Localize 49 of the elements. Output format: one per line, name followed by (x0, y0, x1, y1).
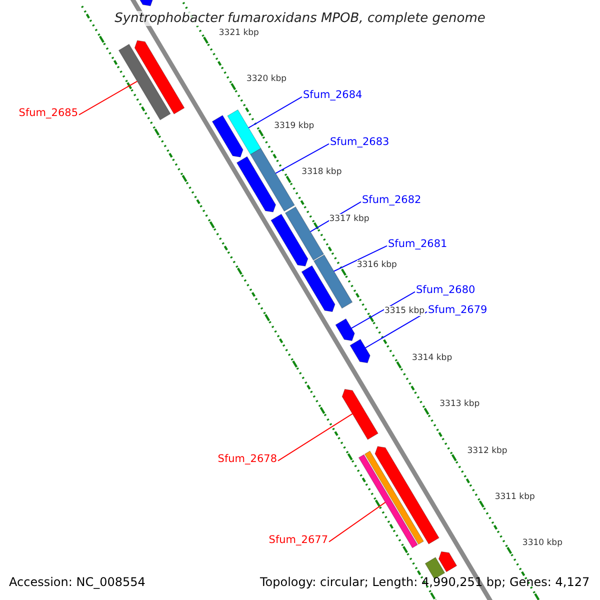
leader-line (365, 311, 428, 348)
gene-block (438, 551, 458, 572)
scale-label: 3313 kbp (440, 399, 480, 410)
scale-label: 3318 kbp (302, 167, 342, 178)
gene-label: Sfum_2681 (388, 238, 448, 251)
gene-block (350, 338, 370, 364)
gene-block (118, 44, 171, 120)
map-title: Syntrophobacter fumaroxidans MPOB, complete genome (114, 11, 486, 26)
leader-line (351, 291, 416, 329)
genome-info-text: Topology: circular; Length: 4,990,251 bp; Genes: 4,127 (260, 575, 590, 590)
gene-label: Sfum_2677 (268, 534, 328, 547)
gene-label: Sfum_2680 (416, 284, 476, 297)
scale-label: 3314 kbp (412, 352, 452, 363)
gene-label: Sfum_2685 (18, 107, 78, 120)
scale-label: 3317 kbp (329, 214, 370, 224)
gene-block (342, 388, 378, 440)
gene-block (227, 109, 262, 155)
gene-block (358, 454, 418, 548)
leader-line (333, 245, 388, 272)
gene-block (236, 156, 276, 212)
gene-block (364, 450, 424, 545)
genome-info-text: Accession: NC_008554 (9, 575, 146, 590)
leader-line (248, 96, 302, 128)
gene-block (313, 254, 353, 309)
scale-label: 3321 kbp (218, 28, 259, 38)
gene-block (270, 214, 308, 266)
scale-label: 3319 kbp (274, 120, 314, 131)
leader-line (275, 143, 330, 174)
scale-label: 3312 kbp (467, 446, 508, 456)
leader-line (328, 502, 386, 542)
gene-block (335, 318, 355, 342)
gene-block (134, 40, 185, 114)
scale-label: 3310 kbp (522, 538, 562, 548)
leader-line (278, 413, 353, 462)
gene-block (284, 206, 324, 261)
gene-block (250, 148, 295, 212)
gene-label: Sfum_2678 (218, 453, 277, 466)
scale-label: 3320 kbp (246, 74, 287, 84)
scale-label: 3316 kbp (356, 260, 397, 270)
gene-block (212, 114, 244, 158)
gene-label: Sfum_2679 (428, 304, 488, 317)
gene-label: Sfum_2683 (330, 136, 390, 149)
scale-label: 3315 kbp (384, 306, 425, 316)
leader-line (78, 80, 138, 116)
scale-label: 3311 kbp (494, 492, 535, 502)
gene-block (374, 446, 440, 544)
gene-label: Sfum_2684 (303, 89, 362, 102)
gene-block (301, 265, 336, 312)
gene-label: Sfum_2682 (362, 194, 422, 207)
